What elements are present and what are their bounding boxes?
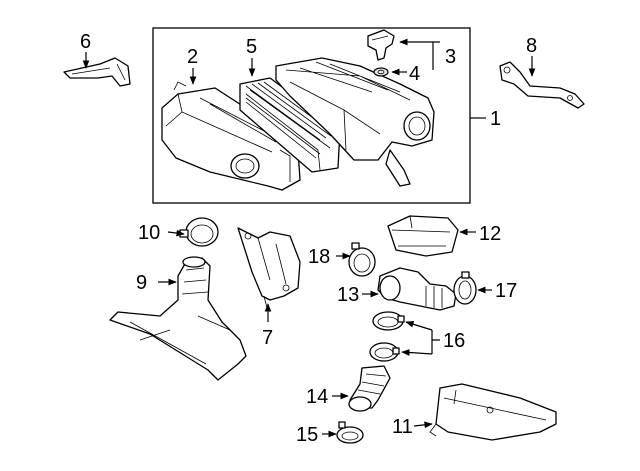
- air-filter-element-5[interactable]: [239, 77, 341, 173]
- clamp-16-upper[interactable]: [372, 311, 405, 331]
- clamp-10[interactable]: [179, 217, 219, 247]
- leader-16a: [431, 330, 440, 354]
- intake-hose-13[interactable]: [377, 267, 457, 311]
- callout-13: 13: [337, 284, 359, 306]
- resonator-12[interactable]: [387, 215, 459, 257]
- assembly-box: [152, 27, 471, 204]
- callout-1: 1: [490, 108, 501, 130]
- callout-10: 10: [138, 222, 160, 244]
- callout-12: 12: [479, 223, 501, 245]
- callout-5: 5: [246, 36, 257, 58]
- leader-lines: [82, 38, 536, 438]
- leader-16c: [401, 349, 433, 356]
- callout-8: 8: [526, 35, 537, 57]
- leader-11: [413, 421, 433, 429]
- callout-16: 16: [443, 330, 465, 352]
- clamp-17[interactable]: [453, 271, 477, 305]
- cover-11[interactable]: [429, 383, 557, 441]
- bracket-7[interactable]: [237, 227, 301, 313]
- callout-4: 4: [409, 63, 420, 85]
- clamp-18[interactable]: [348, 242, 376, 277]
- callout-17: 17: [495, 280, 517, 302]
- clamp-16-lower[interactable]: [369, 342, 400, 362]
- leader-10: [167, 229, 185, 237]
- callout-numbers: 6 2 5 3 4 8 1 10 9 7 12 18 13 17 16 14 1…: [80, 31, 537, 446]
- leader-16b: [405, 321, 433, 331]
- air-cleaner-lower-case-2[interactable]: [161, 81, 301, 191]
- callout-18: 18: [308, 246, 330, 268]
- clamp-15[interactable]: [336, 421, 364, 444]
- bracket-6[interactable]: [63, 57, 131, 87]
- hose-14[interactable]: [348, 365, 391, 412]
- air-cleaner-upper-case[interactable]: [275, 57, 435, 187]
- intake-duct-9[interactable]: [109, 256, 247, 381]
- air-flow-sensor-3[interactable]: [367, 29, 395, 61]
- callout-6: 6: [80, 31, 91, 53]
- callout-3: 3: [445, 46, 456, 68]
- callout-9: 9: [136, 272, 147, 294]
- gasket-4[interactable]: [373, 67, 389, 77]
- callout-15: 15: [296, 424, 318, 446]
- bracket-8[interactable]: [499, 61, 585, 109]
- callout-11: 11: [392, 416, 413, 438]
- callout-7: 7: [262, 327, 273, 349]
- callout-14: 14: [306, 386, 328, 408]
- callout-2: 2: [187, 46, 198, 68]
